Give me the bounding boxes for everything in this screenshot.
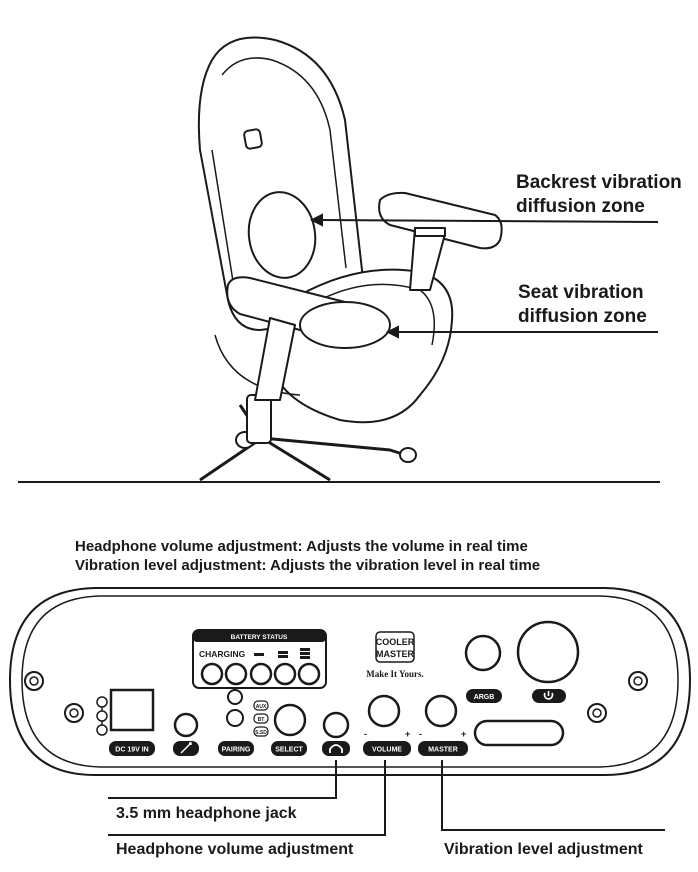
backrest-label-line2: diffusion zone <box>516 196 645 217</box>
headphone-volume-callout: Headphone volume adjustment <box>116 841 354 858</box>
seat-label-line1: Seat vibration <box>518 282 644 303</box>
argb-tag <box>466 689 502 703</box>
charging-label: CHARGING <box>199 649 246 659</box>
power-button[interactable] <box>516 620 580 684</box>
master-label: MASTER <box>428 747 458 754</box>
power-icon <box>543 691 554 700</box>
brand-tagline: Make It Yours. <box>366 669 423 679</box>
intro-line-2: Vibration level adjustment: Adjusts the … <box>75 557 540 574</box>
master-plus: + <box>461 729 466 739</box>
vibration-level-callout: Vibration level adjustment <box>444 841 644 858</box>
select-button[interactable] <box>273 703 307 737</box>
master-tag <box>418 741 468 756</box>
screw-right <box>587 703 607 723</box>
pairing-small-button[interactable] <box>226 709 244 727</box>
headphone-jack-callout: 3.5 mm headphone jack <box>116 805 297 822</box>
screw-left <box>64 703 84 723</box>
master-minus: - <box>419 729 422 739</box>
pairing-label: PAIRING <box>222 747 251 754</box>
master-knob[interactable] <box>424 694 458 728</box>
bluetooth-pen-icon <box>180 742 192 754</box>
cooler-master-logo: COOLER MASTER Make It Yours. <box>366 631 424 679</box>
intro-line-1: Headphone volume adjustment: Adjusts the… <box>75 538 528 555</box>
dc-in-port[interactable] <box>109 688 155 732</box>
dc-in-label: DC 19V IN <box>115 747 148 754</box>
headphone-tag <box>322 741 350 756</box>
select-label: SELECT <box>275 747 303 754</box>
dc-polarity-icon <box>96 696 108 736</box>
screw-left-top <box>24 671 44 691</box>
pairing-button[interactable] <box>173 712 199 738</box>
select-tag <box>271 741 307 756</box>
battery-level-icons <box>254 648 310 659</box>
volume-tag <box>363 741 411 756</box>
battery-status-title: BATTERY STATUS <box>231 634 288 641</box>
source-aux-label: AUX <box>256 704 267 710</box>
pairing-tag <box>218 741 254 756</box>
headphone-jack[interactable] <box>322 711 350 739</box>
seat-label-line2: diffusion zone <box>518 306 647 327</box>
source-indicators <box>253 700 269 737</box>
status-light-bar <box>473 719 565 747</box>
panel-callout-lines <box>108 760 665 836</box>
volume-knob[interactable] <box>367 694 401 728</box>
control-panel: DC 19V IN BATTERY STATUS CHARGING PAIRIN… <box>8 587 692 776</box>
gas-cylinder <box>246 394 272 444</box>
source-bt-label: BT <box>258 717 265 723</box>
screw-right-top <box>628 671 648 691</box>
argb-button[interactable] <box>464 634 502 672</box>
gaming-chair-illustration <box>197 36 503 482</box>
headphone-icon <box>329 744 343 753</box>
source-sd-label: S.SD <box>255 730 267 736</box>
dc-in-tag <box>109 741 155 756</box>
chair-callout-arrows <box>309 213 659 339</box>
backrest-vibration-zone <box>247 191 317 279</box>
volume-minus: - <box>364 729 367 739</box>
battery-led-row <box>200 662 321 686</box>
argb-label: ARGB <box>474 694 495 701</box>
brand-line1: COOLER <box>376 637 415 647</box>
volume-plus: + <box>405 729 410 739</box>
brand-line2: MASTER <box>376 649 415 659</box>
led-small-button[interactable] <box>227 689 243 705</box>
backrest-label-line1: Backrest vibration <box>516 172 682 193</box>
volume-label: VOLUME <box>372 747 402 754</box>
seat-vibration-zone <box>299 301 391 349</box>
